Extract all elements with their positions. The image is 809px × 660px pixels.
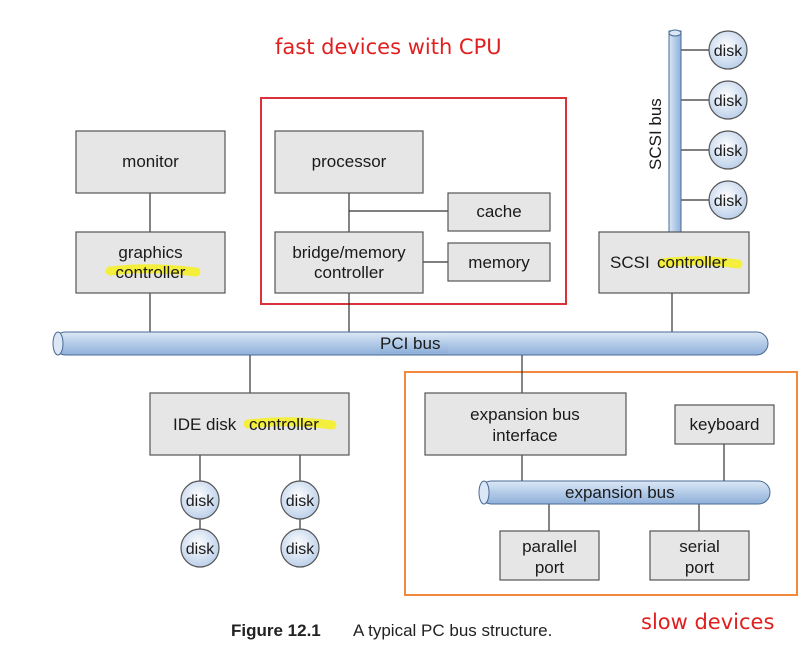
fast-devices-annotation: fast devices with CPU bbox=[275, 35, 502, 59]
svg-text:monitor: monitor bbox=[122, 152, 179, 171]
svg-text:port: port bbox=[535, 558, 565, 577]
processor-box: processor bbox=[274, 130, 424, 194]
svg-text:port: port bbox=[685, 558, 715, 577]
svg-text:graphics: graphics bbox=[118, 243, 182, 262]
disk-scsi-2: disk bbox=[708, 80, 748, 120]
disk-ide-2: disk bbox=[280, 480, 320, 520]
disk-scsi-1: disk bbox=[708, 30, 748, 70]
svg-text:serial: serial bbox=[679, 537, 720, 556]
svg-text:expansion bus: expansion bus bbox=[470, 405, 580, 424]
pci-bus: PCI bus bbox=[52, 331, 769, 356]
parallel-port-box: parallel port bbox=[499, 530, 600, 581]
disk-ide-1: disk bbox=[180, 480, 220, 520]
svg-text:controller: controller bbox=[314, 263, 384, 282]
svg-text:cache: cache bbox=[476, 202, 521, 221]
disk-scsi-4: disk bbox=[708, 180, 748, 220]
svg-text:bridge/memory: bridge/memory bbox=[292, 243, 406, 262]
graphics-controller-box: graphics controller bbox=[75, 231, 226, 294]
svg-text:disk: disk bbox=[186, 493, 215, 510]
svg-text:controller: controller bbox=[657, 253, 727, 272]
svg-text:disk: disk bbox=[714, 143, 743, 160]
svg-text:keyboard: keyboard bbox=[690, 415, 760, 434]
monitor-box: monitor bbox=[75, 130, 226, 194]
svg-text:IDE disk: IDE disk bbox=[173, 415, 237, 434]
expansion-bus-interface-box: expansion bus interface bbox=[424, 392, 627, 456]
svg-text:parallel: parallel bbox=[522, 537, 577, 556]
scsi-controller-box: SCSI controller bbox=[598, 231, 750, 294]
memory-box: memory bbox=[447, 242, 551, 282]
disk-ide-4: disk bbox=[280, 528, 320, 568]
svg-text:processor: processor bbox=[312, 152, 387, 171]
svg-text:disk: disk bbox=[714, 193, 743, 210]
slow-devices-region bbox=[404, 371, 798, 596]
figure-caption: A typical PC bus structure. bbox=[353, 621, 552, 640]
svg-text:disk: disk bbox=[186, 541, 215, 558]
figure-number: Figure 12.1 bbox=[231, 621, 321, 640]
svg-text:disk: disk bbox=[286, 493, 315, 510]
svg-text:disk: disk bbox=[714, 43, 743, 60]
scsi-bus: SCSI bus bbox=[646, 29, 682, 234]
pci-bus-label: PCI bus bbox=[380, 334, 440, 353]
svg-text:disk: disk bbox=[286, 541, 315, 558]
ide-disk-controller-box: IDE disk controller bbox=[149, 392, 350, 456]
svg-text:controller: controller bbox=[116, 263, 186, 282]
disk-scsi-3: disk bbox=[708, 130, 748, 170]
svg-text:SCSI: SCSI bbox=[610, 253, 650, 272]
serial-port-box: serial port bbox=[649, 530, 750, 581]
bridge-memory-controller-box: bridge/memory controller bbox=[274, 231, 424, 294]
slow-devices-annotation: slow devices bbox=[641, 610, 774, 634]
fast-devices-region bbox=[260, 97, 567, 305]
expansion-bus: expansion bus bbox=[478, 480, 771, 505]
svg-text:memory: memory bbox=[468, 253, 530, 272]
keyboard-box: keyboard bbox=[674, 404, 775, 445]
svg-text:disk: disk bbox=[714, 93, 743, 110]
scsi-bus-label: SCSI bus bbox=[646, 98, 665, 170]
disk-ide-3: disk bbox=[180, 528, 220, 568]
expansion-bus-label: expansion bus bbox=[565, 483, 675, 502]
cache-box: cache bbox=[447, 192, 551, 232]
svg-text:interface: interface bbox=[492, 426, 557, 445]
svg-text:controller: controller bbox=[249, 415, 319, 434]
